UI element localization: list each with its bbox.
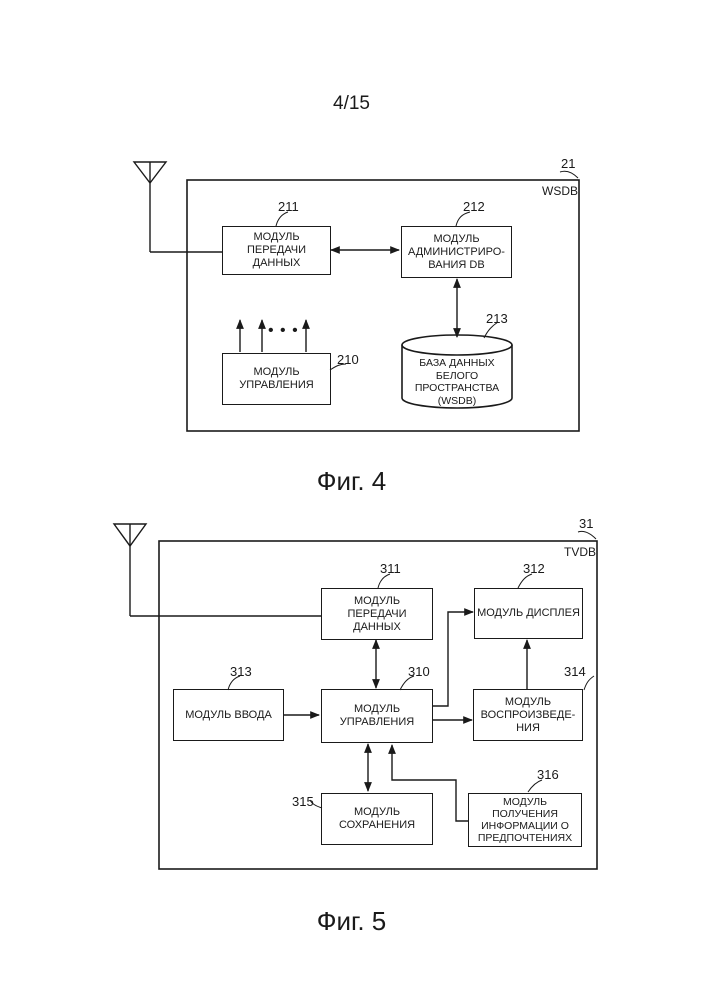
block-210-label: МОДУЛЬ УПРАВЛЕНИЯ: [239, 366, 313, 392]
block-314-playback: МОДУЛЬ ВОСПРОИЗВЕДЕ- НИЯ: [473, 689, 583, 741]
fig4-leader-212: [456, 212, 470, 226]
fig5-frame-ref: 31: [579, 516, 593, 531]
ref-213: 213: [486, 311, 508, 326]
block-211-label: МОДУЛЬ ПЕРЕДАЧИ ДАННЫХ: [247, 231, 306, 270]
block-313-label: МОДУЛЬ ВВОДА: [185, 709, 272, 722]
block-313-input: МОДУЛЬ ВВОДА: [173, 689, 284, 741]
block-315-storage: МОДУЛЬ СОХРАНЕНИЯ: [321, 793, 433, 845]
ref-312: 312: [523, 561, 545, 576]
ref-314: 314: [564, 664, 586, 679]
fig5-caption: Фиг. 5: [0, 906, 703, 937]
fig4-frame-ref: 21: [561, 156, 575, 171]
ellipsis: • • •: [268, 322, 299, 340]
fig4-frame-leader: [560, 171, 578, 178]
block-310-label: МОДУЛЬ УПРАВЛЕНИЯ: [340, 703, 414, 729]
ref-316: 316: [537, 767, 559, 782]
ref-212: 212: [463, 199, 485, 214]
fig5-leader-311: [378, 574, 390, 588]
fig5-link-310-312: [433, 612, 473, 706]
block-213-label: БАЗА ДАННЫХ БЕЛОГО ПРОСТРАНСТВА (WSDB): [402, 357, 512, 407]
ref-313: 313: [230, 664, 252, 679]
ref-210: 210: [337, 352, 359, 367]
fig4-caption: Фиг. 4: [0, 466, 703, 497]
block-210-control: МОДУЛЬ УПРАВЛЕНИЯ: [222, 353, 331, 405]
fig5-leader-312: [518, 574, 532, 588]
fig5-frame-leader: [578, 531, 596, 539]
block-312-label: МОДУЛЬ ДИСПЛЕЯ: [477, 607, 580, 620]
fig4-leader-211: [276, 212, 288, 226]
block-212-db-administration: МОДУЛЬ АДМИНИСТРИРО- ВАНИЯ DB: [401, 226, 512, 278]
block-212-label: МОДУЛЬ АДМИНИСТРИРО- ВАНИЯ DB: [408, 233, 505, 272]
block-211-data-transmission: МОДУЛЬ ПЕРЕДАЧИ ДАННЫХ: [222, 226, 331, 275]
block-316-preference-acquisition: МОДУЛЬ ПОЛУЧЕНИЯ ИНФОРМАЦИИ О ПРЕДПОЧТЕН…: [468, 793, 582, 847]
fig4-antenna-icon: [134, 162, 222, 252]
fig5-frame-label: TVDB: [564, 545, 596, 559]
fig5-antenna-icon: [114, 524, 321, 616]
block-311-data-transmission: МОДУЛЬ ПЕРЕДАЧИ ДАННЫХ: [321, 588, 433, 640]
block-315-label: МОДУЛЬ СОХРАНЕНИЯ: [339, 806, 415, 832]
block-312-display: МОДУЛЬ ДИСПЛЕЯ: [474, 588, 583, 639]
block-311-label: МОДУЛЬ ПЕРЕДАЧИ ДАННЫХ: [347, 595, 406, 634]
fig4-frame-label: WSDB: [542, 184, 578, 198]
block-316-label: МОДУЛЬ ПОЛУЧЕНИЯ ИНФОРМАЦИИ О ПРЕДПОЧТЕН…: [478, 796, 572, 844]
block-310-control: МОДУЛЬ УПРАВЛЕНИЯ: [321, 689, 433, 743]
ref-211: 211: [278, 199, 299, 214]
ref-310: 310: [408, 664, 430, 679]
ref-311: 311: [380, 561, 401, 576]
block-314-label: МОДУЛЬ ВОСПРОИЗВЕДЕ- НИЯ: [481, 696, 576, 735]
ref-315: 315: [292, 794, 314, 809]
